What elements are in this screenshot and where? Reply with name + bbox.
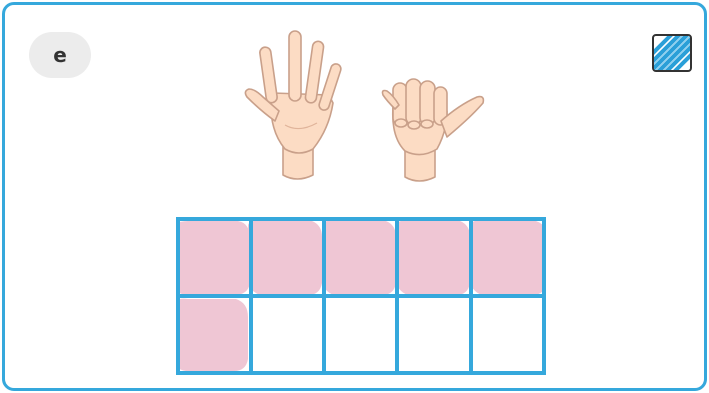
question-label-badge: e [29,32,91,78]
counter-5 [470,221,546,296]
striped-pattern-icon[interactable] [651,33,693,73]
counter-6 [176,299,248,371]
question-label-text: e [53,43,67,67]
ten-frame [176,217,546,375]
counter-4 [396,221,470,296]
open-hand-icon [245,31,342,179]
hands-illustration [233,25,493,190]
thumb-hand-icon [383,79,484,181]
counter-3 [322,221,396,296]
counter-2 [248,221,322,296]
counter-1 [176,221,250,295]
